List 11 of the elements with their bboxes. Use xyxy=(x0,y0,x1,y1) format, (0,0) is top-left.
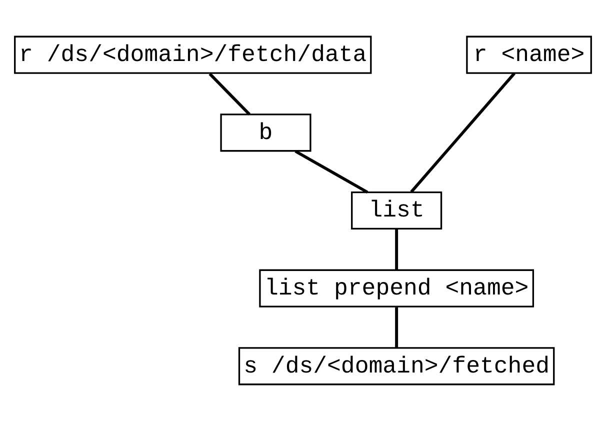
node-box: list xyxy=(351,191,442,230)
node-box: r <name> xyxy=(466,36,592,74)
node-box: s /ds/<domain>/fetched xyxy=(238,347,555,386)
connector xyxy=(410,72,516,193)
node-box: r /ds/<domain>/fetch/data xyxy=(14,36,372,74)
node-box: b xyxy=(220,114,312,152)
connector xyxy=(208,72,250,116)
connector xyxy=(395,229,398,270)
connector xyxy=(395,307,398,348)
node-box: list prepend <name> xyxy=(259,269,534,308)
connector xyxy=(294,150,368,194)
